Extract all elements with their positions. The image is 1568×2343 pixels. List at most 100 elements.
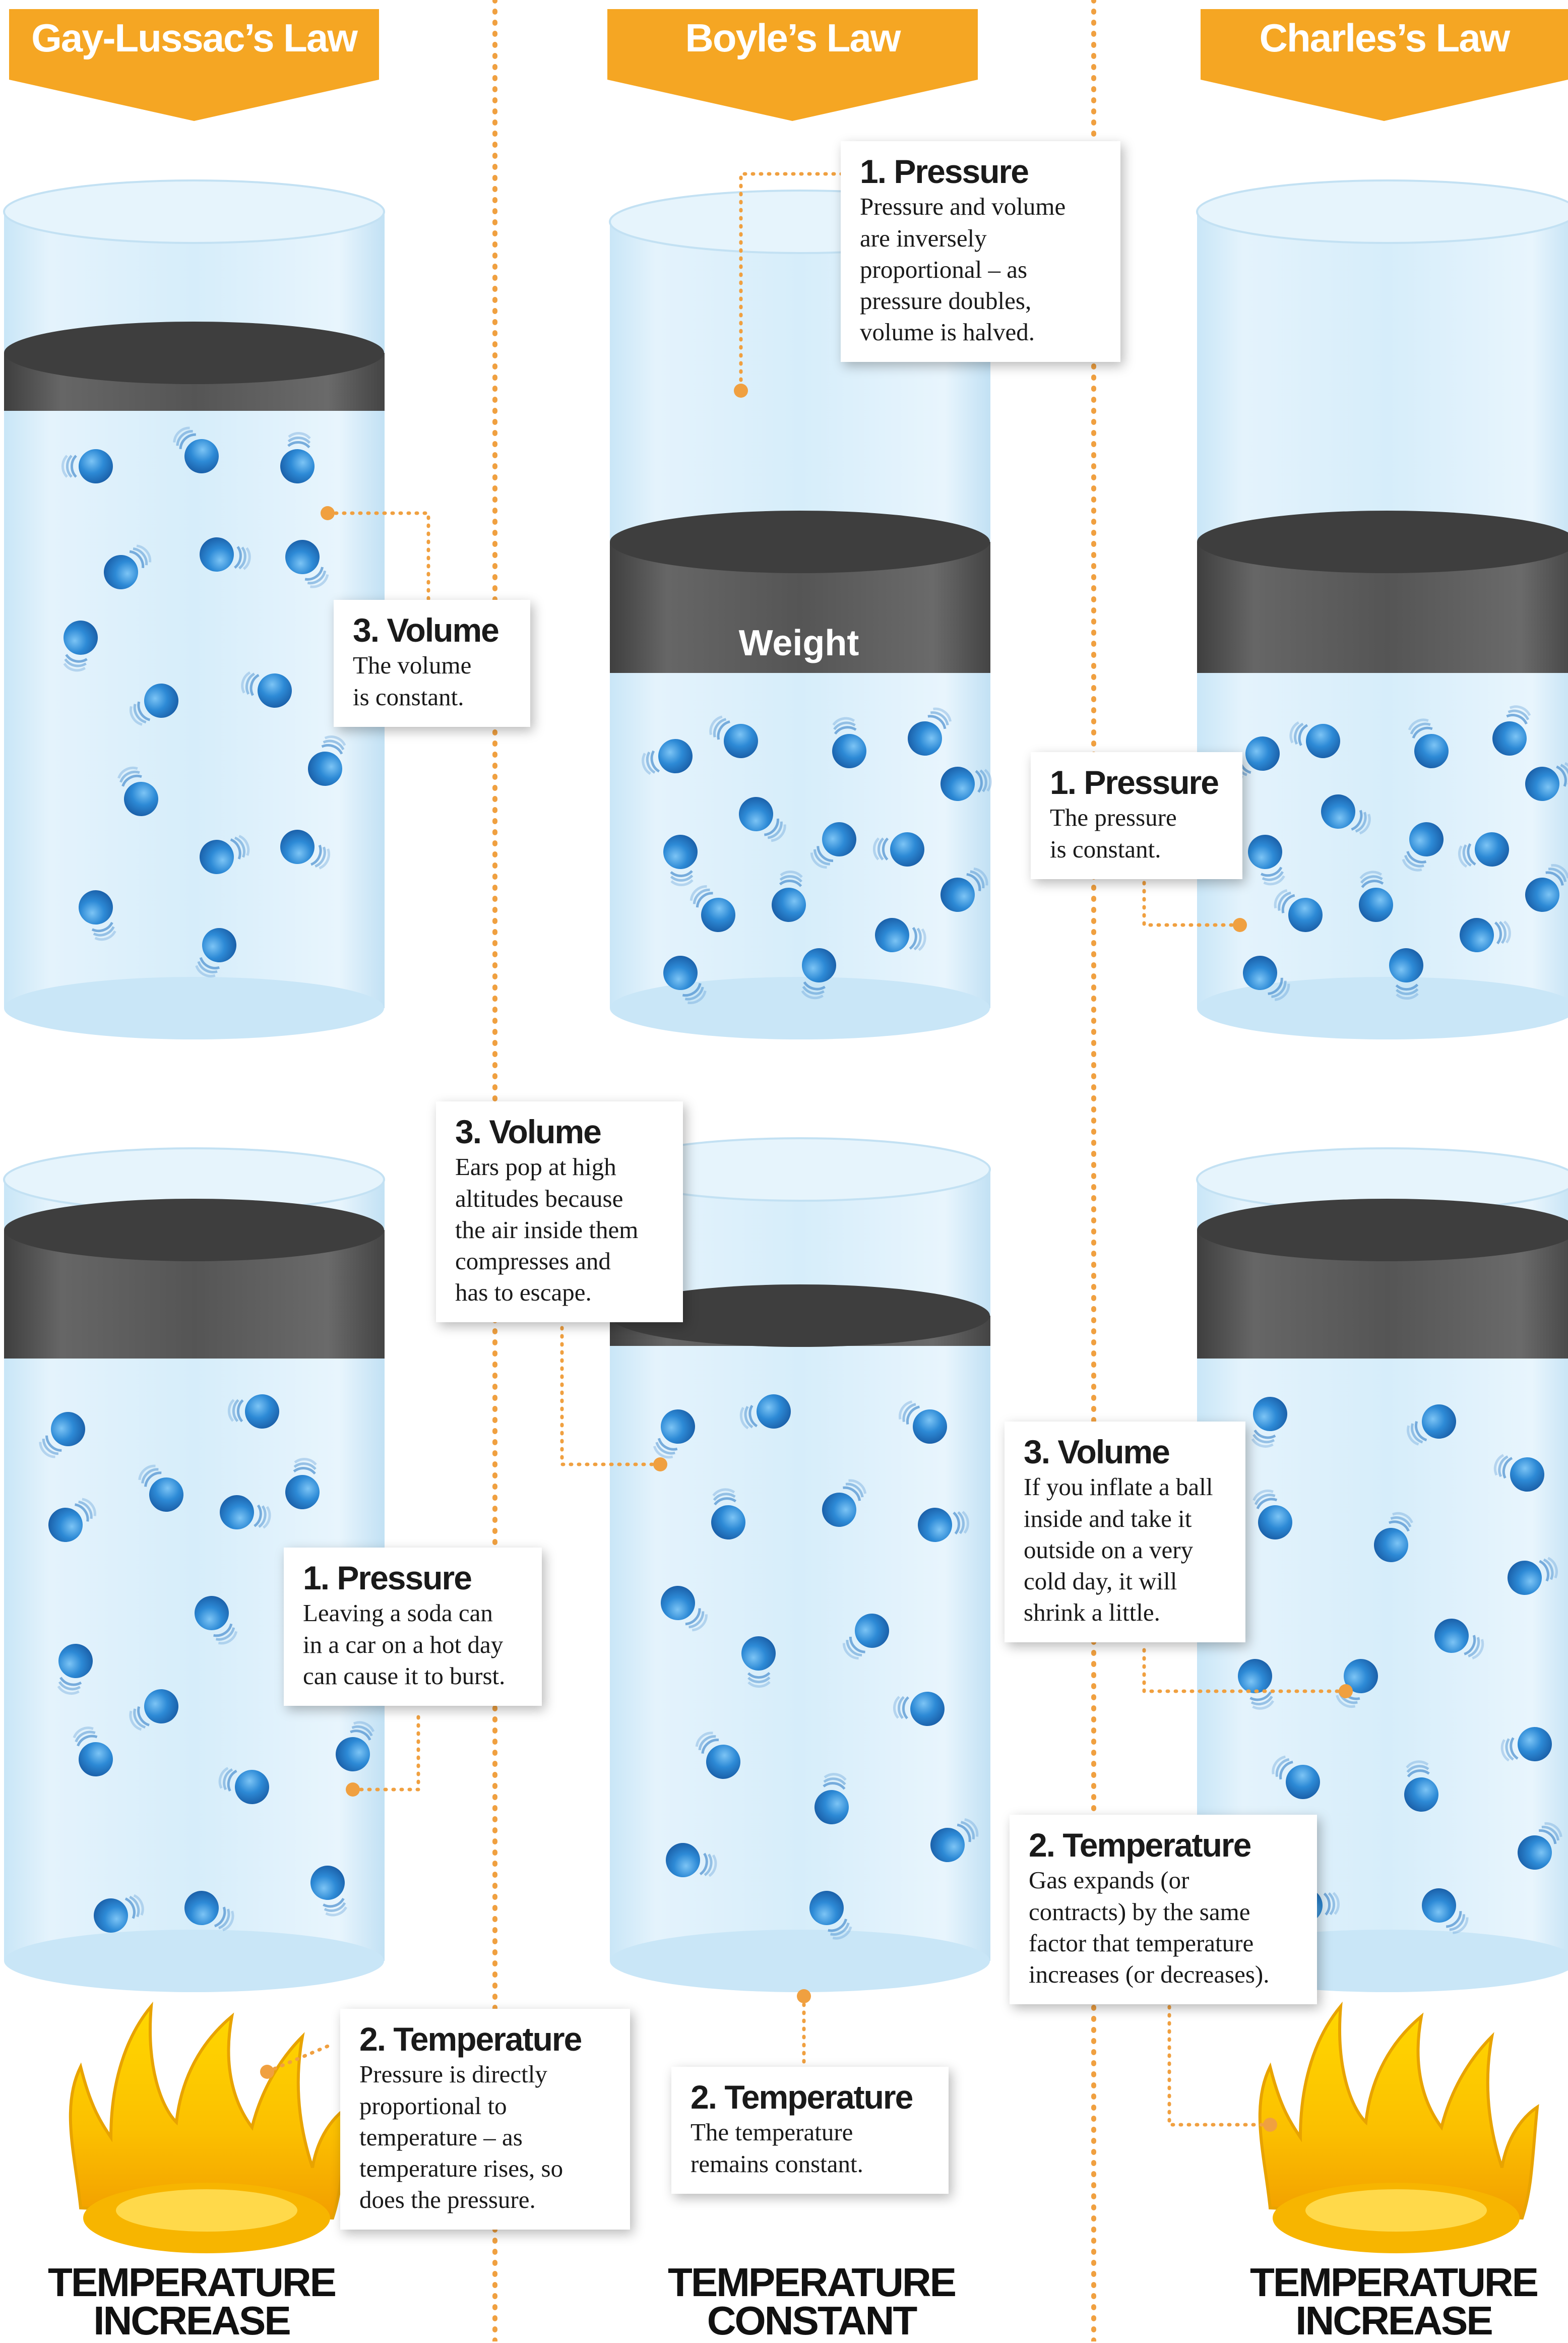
gas-molecule xyxy=(893,1692,945,1726)
gas-molecule xyxy=(1407,1404,1456,1446)
gas-molecule xyxy=(57,1644,93,1695)
gas-molecule xyxy=(739,1394,791,1430)
gas-molecule xyxy=(940,767,992,801)
note-title: 3. Volume xyxy=(353,611,499,649)
cylinder-charles-before xyxy=(1196,179,1568,1039)
gas-molecule xyxy=(218,1767,269,1804)
gas-molecule xyxy=(173,426,219,473)
gas-molecule xyxy=(832,717,866,768)
gas-molecule xyxy=(1408,718,1449,768)
gas-molecule xyxy=(663,835,698,887)
gas-molecule xyxy=(1434,1619,1484,1659)
gas-molecules xyxy=(39,426,1568,1940)
gas-molecule xyxy=(663,956,707,1004)
gas-molecule xyxy=(1389,948,1423,1000)
banner-boyle xyxy=(607,9,978,121)
gas-molecule xyxy=(1374,1512,1413,1562)
flame-icon xyxy=(1258,2001,1539,2253)
leader-lines xyxy=(265,172,1348,2127)
gas-molecule xyxy=(130,684,178,726)
gas-molecule xyxy=(1274,889,1323,932)
gas-molecule xyxy=(1243,956,1290,1001)
gas-molecule xyxy=(1508,1557,1558,1595)
gas-molecule xyxy=(1238,1659,1275,1710)
gas-molecule xyxy=(1518,1822,1562,1870)
gas-molecule xyxy=(772,871,806,922)
gas-molecule xyxy=(200,537,251,572)
title-charles: Charles’s Law xyxy=(1259,16,1511,60)
gas-molecule xyxy=(666,1843,717,1877)
gas-molecule xyxy=(1321,794,1371,835)
weight-label: Weight xyxy=(739,623,859,663)
caption-gay-lussac: TEMPERATURE INCREASE xyxy=(20,2260,363,2343)
gas-molecule xyxy=(129,1689,178,1731)
gas-molecule xyxy=(899,1400,947,1444)
gas-molecule xyxy=(336,1721,375,1771)
note-title: 1. Pressure xyxy=(303,1559,472,1596)
gas-molecule xyxy=(822,1479,867,1527)
gas-molecule xyxy=(1289,721,1340,758)
gas-molecule xyxy=(195,1596,238,1645)
gas-molecule xyxy=(1460,918,1511,952)
gas-molecule xyxy=(39,1412,85,1458)
gas-molecule xyxy=(200,835,250,874)
caption-line: INCREASE xyxy=(93,2298,291,2343)
gas-molecule xyxy=(104,544,152,589)
gas-molecule xyxy=(1492,705,1531,756)
gas-molecule xyxy=(1402,822,1444,872)
gas-molecule xyxy=(653,1409,695,1459)
gas-molecule xyxy=(79,890,116,941)
note-title: 1. Pressure xyxy=(1050,764,1219,801)
gas-molecule xyxy=(1525,762,1568,801)
gas-molecule xyxy=(308,735,346,786)
banner-gay-lussac xyxy=(9,9,379,121)
note-title: 3. Volume xyxy=(455,1113,602,1150)
gas-molecule xyxy=(184,1891,234,1932)
gas-molecule xyxy=(285,540,329,588)
gas-molecule xyxy=(689,885,735,932)
note-title: 2. Temperature xyxy=(359,2020,582,2058)
gas-molecule xyxy=(1359,871,1393,922)
gas-molecule xyxy=(908,707,952,756)
caption-line: TEMPERATURE xyxy=(48,2260,337,2305)
gas-molecule xyxy=(642,739,693,775)
title-gay-lussac: Gay-Lussac’s Law xyxy=(31,16,358,60)
gas-molecule xyxy=(1422,1888,1469,1934)
gas-molecule xyxy=(741,1636,776,1688)
gas-molecule xyxy=(280,830,330,870)
gas-molecule xyxy=(814,1773,849,1824)
gas-molecule xyxy=(220,1495,271,1529)
gas-molecule xyxy=(1251,1397,1287,1448)
note-title: 3. Volume xyxy=(1024,1433,1170,1470)
gas-molecule xyxy=(73,1727,113,1776)
gas-molecule xyxy=(801,948,836,1000)
caption-line: CONSTANT xyxy=(707,2298,917,2343)
gas-molecule xyxy=(711,1488,745,1539)
banner-charles xyxy=(1201,9,1568,121)
gas-molecule xyxy=(930,1818,979,1862)
gas-molecule xyxy=(875,918,926,952)
gas-molecule xyxy=(940,867,988,912)
caption-charles: TEMPERATURE INCREASE xyxy=(1222,2262,1565,2341)
title-boyle: Boyle’s Law xyxy=(685,16,901,60)
gas-molecule xyxy=(310,1866,347,1917)
gas-molecule xyxy=(1252,1490,1292,1539)
gas-molecule xyxy=(285,1458,320,1509)
gas-molecule xyxy=(810,822,856,869)
gas-molecule xyxy=(1248,835,1285,886)
gas-molecule xyxy=(1272,1755,1320,1799)
gas-molecule xyxy=(195,928,236,977)
